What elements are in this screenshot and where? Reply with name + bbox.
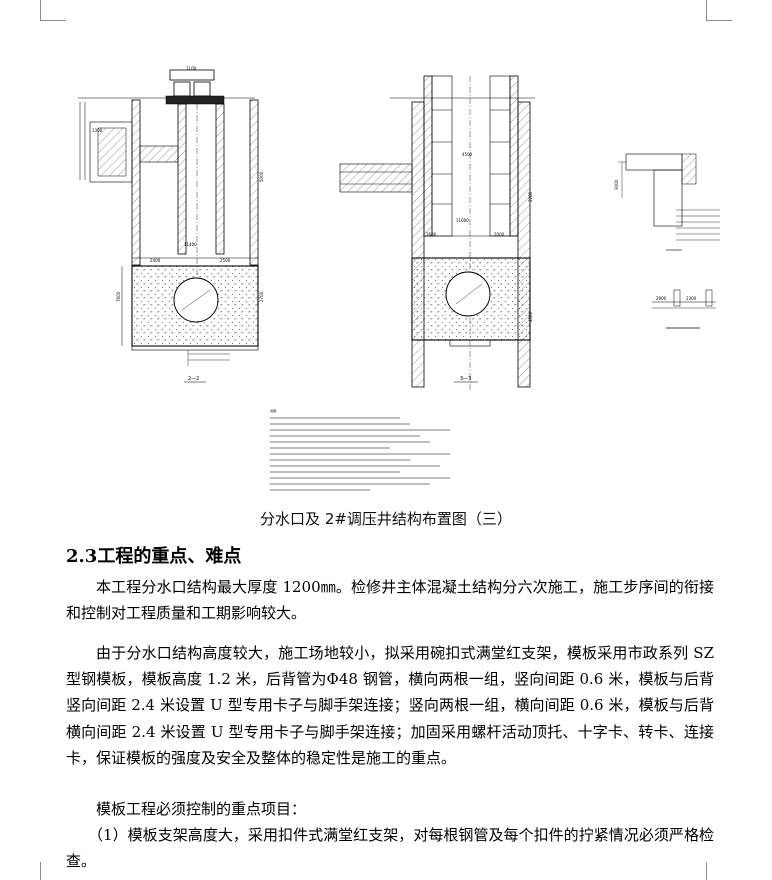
- drawing-notes: 说明：: [270, 408, 450, 491]
- section-3-3-label: 3—3: [460, 376, 471, 382]
- figure-caption: 分水口及 2#调压井结构布置图（三）: [260, 510, 512, 528]
- dim-3000: 3000: [614, 179, 619, 190]
- structure-drawing: 1100 2400 2500 11400 5000 7600 2700 1300…: [70, 62, 730, 502]
- detail-drawing-top: 3000: [614, 153, 720, 251]
- detail-drawing-bottom: 2900 1300: [652, 289, 716, 329]
- dim-7600: 7600: [116, 291, 121, 302]
- dim-2700: 2700: [259, 291, 264, 302]
- paragraph-1: 本工程分水口结构最大厚度 1200㎜。检修井主体混凝土结构分六次施工，施工步序间…: [66, 578, 714, 623]
- dim-2900: 2900: [656, 296, 667, 301]
- page-corner-mark-left: [40, 0, 41, 20]
- dim-4300: 4300: [528, 311, 533, 322]
- dim-2500-right: 2500: [220, 258, 231, 263]
- dim-1300-detail: 1300: [686, 296, 697, 301]
- dim-1600: 1600: [426, 232, 437, 237]
- dim-5000: 5000: [259, 171, 264, 182]
- dim-2280: 2280: [528, 191, 533, 202]
- notes-title: 说明：: [270, 408, 279, 413]
- dim-4500: 4500: [462, 152, 473, 157]
- section-3-3-drawing: 4500 11600 1600 2000 2280 4300 3—3: [339, 75, 535, 392]
- section-heading: 2.3工程的重点、难点: [66, 546, 242, 567]
- section-2-2-label: 2—2: [188, 376, 199, 382]
- page-corner-mark-bottom-right: [706, 862, 707, 880]
- page-corner-mark-right: [706, 0, 707, 20]
- dim-11400: 11400: [184, 242, 197, 247]
- page-corner-mark-bottom-left: [40, 862, 41, 880]
- paragraph-2: 由于分水口结构高度较大，施工场地较小，拟采用碗扣式满堂红支架，模板采用市政系列 …: [66, 644, 714, 767]
- dim-11600: 11600: [456, 218, 469, 223]
- dim-1100-top: 1100: [186, 66, 197, 71]
- dim-1300-left: 1300: [92, 128, 103, 133]
- page-corner-mark-right-h: [706, 20, 732, 21]
- section-2-2-drawing: 1100 2400 2500 11400 5000 7600 2700 1300…: [78, 66, 264, 383]
- paragraph-4: （1）模板支架高度大，采用扣件式满堂红支架，对每根钢管及每个扣件的拧紧情况必须严…: [66, 826, 714, 871]
- paragraph-3: 模板工程必须控制的重点项目：: [96, 800, 307, 818]
- dim-2400-left: 2400: [150, 258, 161, 263]
- page-corner-mark-left-h: [40, 20, 66, 21]
- dim-2000: 2000: [494, 232, 505, 237]
